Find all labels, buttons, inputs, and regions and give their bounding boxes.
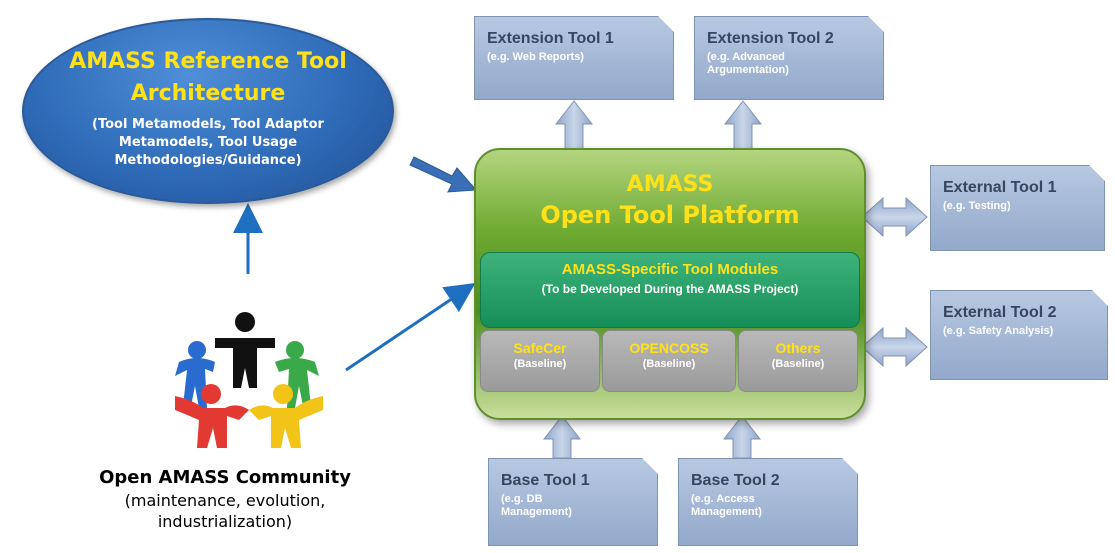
community-card: [153, 276, 343, 456]
base-tool-1-example: (e.g. DB Management): [501, 493, 572, 518]
baseline-name: Others: [775, 340, 821, 356]
community-subtitle-line-2: industrialization): [157, 512, 293, 531]
platform-external-2-arrow: [861, 326, 928, 368]
base-2-to-platform-arrow: [722, 415, 762, 459]
base-tool-2-example: (e.g. Access Management): [691, 493, 762, 518]
community-title: Open AMASS Community: [99, 467, 351, 488]
red-person-icon: [175, 384, 249, 448]
base-tool-1-box: Base Tool 1 (e.g. DB Management): [488, 458, 658, 546]
base-tool-2-box: Base Tool 2 (e.g. Access Management): [678, 458, 858, 546]
community-subtitle-line-1: (maintenance, evolution,: [124, 491, 326, 510]
base-tool-2-name: Base Tool 2: [691, 472, 780, 489]
platform-external-1-arrow: [861, 196, 928, 238]
external-tool-1-box: External Tool 1 (e.g. Testing): [930, 165, 1105, 251]
base-1-to-platform-arrow: [542, 415, 582, 459]
baseline-safecer: SafeCer (Baseline): [480, 330, 600, 392]
community-caption: Open AMASS Community (maintenance, evolu…: [80, 466, 370, 532]
baseline-note: (Baseline): [771, 358, 825, 370]
extension-tool-1-box: Extension Tool 1 (e.g. Web Reports): [474, 16, 674, 100]
baseline-note: (Baseline): [513, 358, 567, 370]
external-tool-1-name: External Tool 1: [943, 179, 1057, 196]
platform-title: AMASS Open Tool Platform: [476, 170, 864, 230]
baseline-others: Others (Baseline): [738, 330, 858, 392]
community-to-platform-arrow: [345, 282, 476, 372]
extension-tool-2-name: Extension Tool 2: [707, 30, 834, 47]
platform-to-extension-1-arrow: [554, 100, 594, 151]
extension-tool-1-name: Extension Tool 1: [487, 30, 614, 47]
people-circle-icon: [153, 276, 343, 456]
external-tool-2-box: External Tool 2 (e.g. Safety Analysis): [930, 290, 1108, 380]
external-tool-1-example: (e.g. Testing): [943, 200, 1011, 212]
extension-tool-2-example: (e.g. Advanced Argumentation): [707, 51, 789, 76]
reference-architecture-details: (Tool Metamodels, Tool Adaptor Metamodel…: [92, 117, 324, 168]
platform-to-extension-2-arrow: [723, 100, 763, 151]
base-tool-1-name: Base Tool 1: [501, 472, 590, 489]
platform-title-line-2: Open Tool Platform: [540, 201, 800, 229]
extension-tool-1-example: (e.g. Web Reports): [487, 51, 584, 63]
green-person-icon: [275, 341, 319, 408]
open-tool-platform: AMASS Open Tool Platform AMASS-Specific …: [474, 148, 866, 420]
modules-title: AMASS-Specific Tool Modules: [561, 261, 779, 278]
black-person-icon: [215, 312, 275, 388]
external-tool-2-name: External Tool 2: [943, 304, 1057, 321]
baseline-opencoss: OPENCOSS (Baseline): [602, 330, 736, 392]
baseline-name: OPENCOSS: [629, 340, 709, 356]
extension-tool-2-box: Extension Tool 2 (e.g. Advanced Argument…: [694, 16, 884, 100]
external-tool-2-example: (e.g. Safety Analysis): [943, 325, 1054, 337]
platform-title-line-1: AMASS: [626, 172, 714, 197]
baseline-name: SafeCer: [513, 340, 567, 356]
yellow-person-icon: [249, 384, 323, 448]
reference-architecture-title: AMASS Reference Tool Architecture: [69, 49, 347, 106]
reference-architecture-ellipse: AMASS Reference Tool Architecture (Tool …: [22, 18, 394, 204]
modules-subtitle: (To be Developed During the AMASS Projec…: [541, 282, 799, 296]
amass-specific-modules: AMASS-Specific Tool Modules (To be Devel…: [480, 252, 860, 328]
reference-to-platform-arrow: [409, 156, 478, 193]
baseline-note: (Baseline): [642, 358, 696, 370]
